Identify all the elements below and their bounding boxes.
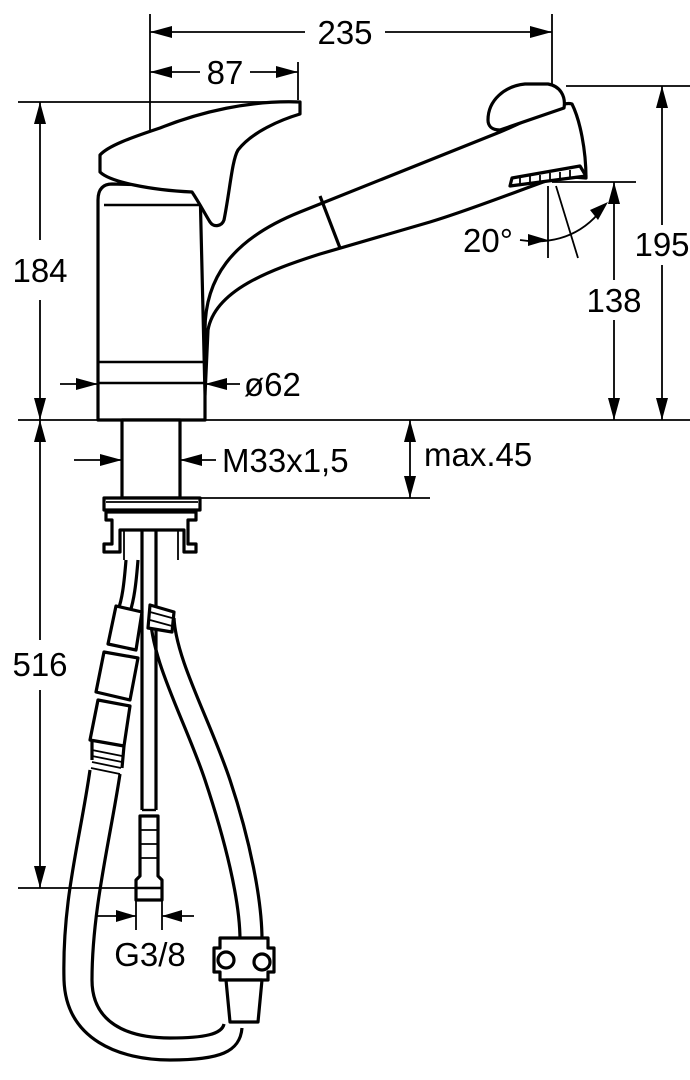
dim-516-label: 516 (12, 646, 67, 683)
spout-hose-inner (172, 617, 264, 941)
pull-out-hose-inner (90, 773, 226, 1040)
mounting-bracket (102, 510, 198, 554)
pull-out-hose-outer (62, 769, 244, 1062)
mounting-assembly (102, 418, 202, 560)
lever-handle (98, 100, 302, 228)
mixer-column (96, 182, 207, 422)
dim-184-label: 184 (12, 252, 67, 289)
hoses (62, 530, 276, 1062)
dim-angle-arc (519, 213, 599, 243)
hose-end-ferrule (224, 978, 264, 1024)
dim-235-label: 235 (317, 14, 372, 51)
threaded-shank (120, 418, 182, 500)
dim-thread-label: M33x1,5 (222, 442, 349, 479)
spout-hose-coupling (146, 603, 176, 634)
dim-138-label: 138 (586, 282, 641, 319)
dim-45-label: max.45 (424, 436, 532, 473)
left-hose-ferrule (88, 698, 132, 748)
mounting-plate (102, 496, 202, 512)
left-hose-coupling (106, 604, 144, 652)
spout-hose-outer (148, 609, 242, 941)
faucet-body (96, 82, 588, 422)
left-supply-hose (116, 559, 128, 611)
hose-crimp-lines (90, 749, 123, 775)
dim-62-label: ø62 (244, 366, 301, 403)
dim-angle-label: 20° (463, 222, 513, 259)
dim-g38-label: G3/8 (114, 936, 186, 973)
dimensions: 235 87 184 195 138 20° (12, 14, 690, 973)
arrow (150, 26, 172, 38)
spray-head-cap (486, 82, 566, 132)
spout-joint (318, 195, 342, 249)
dim-87-label: 87 (207, 54, 244, 91)
dim-195-label: 195 (634, 226, 689, 263)
spout (203, 101, 588, 397)
